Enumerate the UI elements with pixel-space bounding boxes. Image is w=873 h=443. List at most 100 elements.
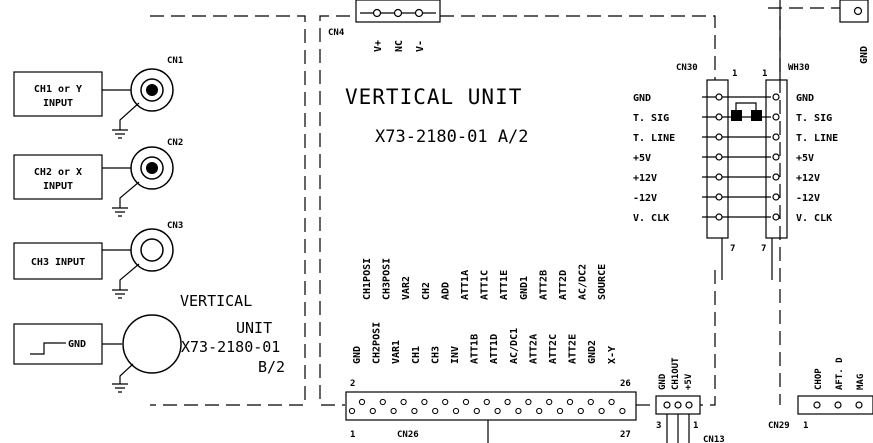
- cn13-ch1out: CH1OUT: [671, 357, 681, 390]
- cn26-pin-even: [546, 398, 553, 406]
- cn26-pin-even: [442, 398, 449, 406]
- connector-cn2: CN2: [112, 138, 183, 217]
- jumper-block: [731, 110, 742, 121]
- cn26-pin-2: 2: [350, 379, 355, 389]
- cn30-pin: [715, 133, 723, 141]
- cn13-label: CN13: [703, 435, 725, 443]
- cn29-aftd: AFT. D: [835, 357, 845, 390]
- bnc-connector-icon: [130, 68, 174, 112]
- bnc-connector-icon: [130, 228, 174, 272]
- main-unit-title: VERTICAL UNIT: [345, 85, 522, 109]
- cn26-signal-label: ATT2D: [558, 270, 569, 300]
- cn13-pin-1: 1: [693, 421, 698, 431]
- input-ch3: CH3 INPUT: [13, 242, 131, 280]
- connector-cn29: CHOP AFT. D MAG CN29 1: [768, 16, 873, 431]
- cn26-signal-label: ATT2B: [538, 270, 549, 300]
- cn26-signal-label: CH2POSI: [372, 322, 383, 364]
- wh30-pin: [772, 173, 780, 181]
- top-right-gnd: GND: [859, 46, 870, 64]
- cn26-header: [345, 391, 637, 421]
- wh30-pin: [772, 193, 780, 201]
- cn29-mag: MAG: [856, 374, 866, 390]
- wh30-label: WH30: [788, 63, 810, 73]
- wh30-pin: [772, 113, 780, 121]
- input-gnd: GND: [13, 323, 122, 365]
- cn26-pin-even: [525, 398, 532, 406]
- wh30-signal-label: V. CLK: [796, 213, 832, 224]
- cn4-label: CN4: [328, 28, 345, 38]
- input-label-gnd: GND: [68, 339, 86, 350]
- cn26-label: CN26: [397, 430, 419, 440]
- left-unit-revision: B/2: [258, 358, 285, 376]
- wh30-signal-label: GND: [796, 93, 814, 104]
- cn30-pin: [715, 113, 723, 121]
- connector-cn1: CN1: [112, 56, 183, 139]
- input-label-ch1: CH1 or Y: [34, 84, 82, 95]
- cn26-signal-label: AC/DC1: [509, 328, 520, 364]
- cn26-pin-odd: [432, 407, 439, 415]
- left-unit-title: VERTICAL: [180, 292, 252, 310]
- cn26-signal-label: ATT2C: [548, 334, 559, 364]
- wh30-pin: [772, 93, 780, 101]
- cn4-pin-1: V+: [373, 40, 384, 52]
- cn26-pin-odd: [452, 407, 460, 415]
- cn30-pin: [715, 213, 723, 221]
- jumper-link: [735, 102, 757, 110]
- cn13-pin-3: 3: [656, 421, 661, 431]
- cn26-pin-odd: [348, 407, 356, 415]
- cn26-pin-odd: [494, 407, 501, 415]
- cn26-signal-label: ATT2A: [528, 334, 539, 364]
- connector-label-cn2: CN2: [167, 138, 183, 148]
- connector-cn30: CN30 1 7: [676, 63, 737, 280]
- cn26-pin-odd: [515, 407, 522, 415]
- cn26-signal-label: CH3POSI: [382, 258, 393, 300]
- cn30-signal-label: -12V: [633, 193, 657, 204]
- cn26-signal-label: ATT1D: [489, 334, 500, 364]
- input-label-ch3: CH3 INPUT: [31, 257, 85, 268]
- cn26-pin-even: [483, 398, 490, 406]
- cn26-signal-label: SOURCE: [597, 264, 608, 300]
- wh30-pin-bottom: 7: [761, 244, 766, 254]
- cn30-pin: [715, 153, 723, 161]
- connector-cn4: CN4 V+ NC V-: [328, 0, 441, 52]
- left-unit-part: X73-2180-01: [181, 338, 280, 356]
- input-sub-ch2: INPUT: [43, 181, 73, 192]
- wh30-pin-top: 1: [762, 69, 767, 79]
- cn26-signal-label: AC/DC2: [578, 264, 589, 300]
- left-board-outline: [150, 15, 306, 406]
- cn30-pin-top: 1: [732, 69, 737, 79]
- cn26-signal-label: CH3: [430, 346, 441, 364]
- cn29-pin-1: 1: [803, 421, 808, 431]
- cn26-signal-label: GND: [352, 346, 363, 364]
- cn13-5v: +5V: [684, 373, 694, 390]
- cn26-signal-label: ATT1C: [480, 270, 491, 300]
- wh30-signal-label: +5V: [796, 153, 814, 164]
- cn26-pin-odd: [619, 407, 626, 415]
- cn26-pin-odd: [556, 407, 564, 415]
- cn4-pin-2: NC: [394, 40, 405, 52]
- cn26-signal-label: ATT1B: [470, 334, 481, 364]
- cn26-signal-label: ADD: [440, 282, 451, 300]
- wire: [119, 363, 134, 384]
- cn30-pin-bottom: 7: [730, 244, 735, 254]
- cn26-signal-label: INV: [450, 346, 461, 364]
- ground-icon: [112, 289, 128, 299]
- wh30-signal-label: +12V: [796, 173, 820, 184]
- wh30-signal-label: T. LINE: [796, 133, 838, 144]
- cn13-gnd: GND: [658, 373, 668, 390]
- cn26-pin-even: [358, 398, 366, 406]
- connector-label-cn3: CN3: [167, 221, 183, 231]
- cn26-signal-label: CH2: [421, 282, 432, 300]
- cn26-pin-even: [421, 398, 428, 406]
- main-board-outline-left: [319, 15, 350, 406]
- main-unit-part: X73-2180-01 A/2: [375, 127, 529, 147]
- wire: [119, 102, 140, 130]
- wh30-pin: [772, 213, 780, 221]
- cn26-pin-even: [608, 398, 615, 406]
- ground-icon: [112, 383, 128, 393]
- cn30-signal-label: +12V: [633, 173, 657, 184]
- cn26-signal-label: CH1: [411, 346, 422, 364]
